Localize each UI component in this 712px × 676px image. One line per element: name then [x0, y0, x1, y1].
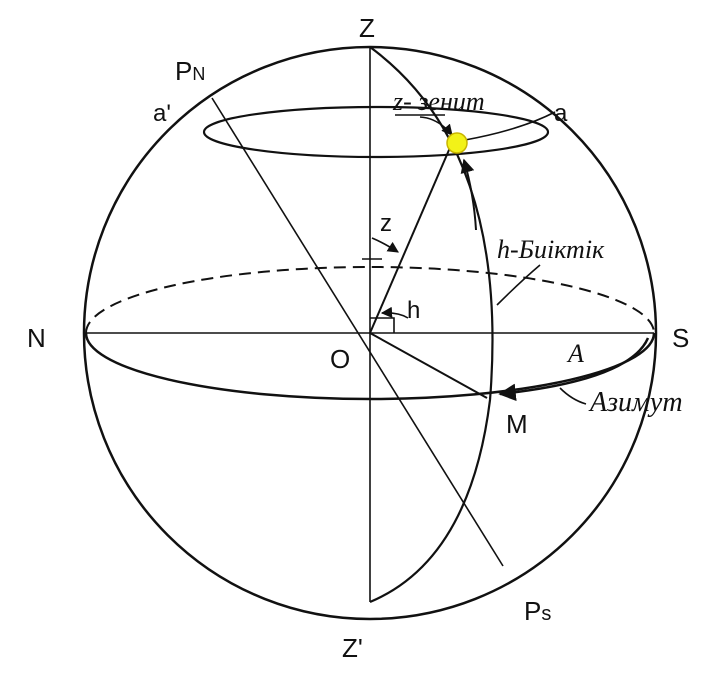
zenith-pointer	[419, 116, 453, 136]
label-m: M	[506, 409, 528, 439]
label-altitude-text: h-Биіктік	[497, 235, 605, 264]
horizon-back-arc	[85, 266, 655, 334]
diurnal-circle	[202, 105, 550, 159]
label-a: a	[554, 100, 568, 127]
azimuth-leader	[559, 387, 587, 405]
h-angle-arc	[380, 306, 409, 319]
star-point	[446, 132, 468, 154]
line-o-to-star	[369, 142, 453, 334]
label-south-pole: Ps	[524, 596, 551, 626]
vertical-circle-arc	[369, 46, 494, 604]
z-angle-arc	[371, 237, 399, 253]
label-north-pole: PN	[175, 56, 205, 86]
world-axis-line	[211, 97, 504, 567]
label-z-angle: z	[380, 210, 392, 237]
azimuth-arrow	[498, 337, 650, 402]
line-o-to-m	[369, 332, 488, 399]
label-south: S	[672, 323, 689, 353]
label-nadir: Z'	[342, 633, 363, 663]
label-zenith: Z	[359, 13, 375, 43]
vertical-circle-arrow	[460, 158, 477, 231]
altitude-leader	[496, 264, 541, 306]
star-to-a-leader	[464, 111, 556, 141]
label-h-angle: h	[407, 297, 420, 324]
label-a-prime: a'	[153, 100, 171, 127]
label-azimuth-text: Азимут	[588, 387, 683, 418]
label-north: N	[27, 323, 46, 353]
label-zenith-text: z- зенит	[392, 87, 485, 116]
label-azimuth-letter: A	[566, 339, 584, 368]
label-center: O	[330, 344, 350, 374]
angle-marker	[370, 317, 395, 333]
